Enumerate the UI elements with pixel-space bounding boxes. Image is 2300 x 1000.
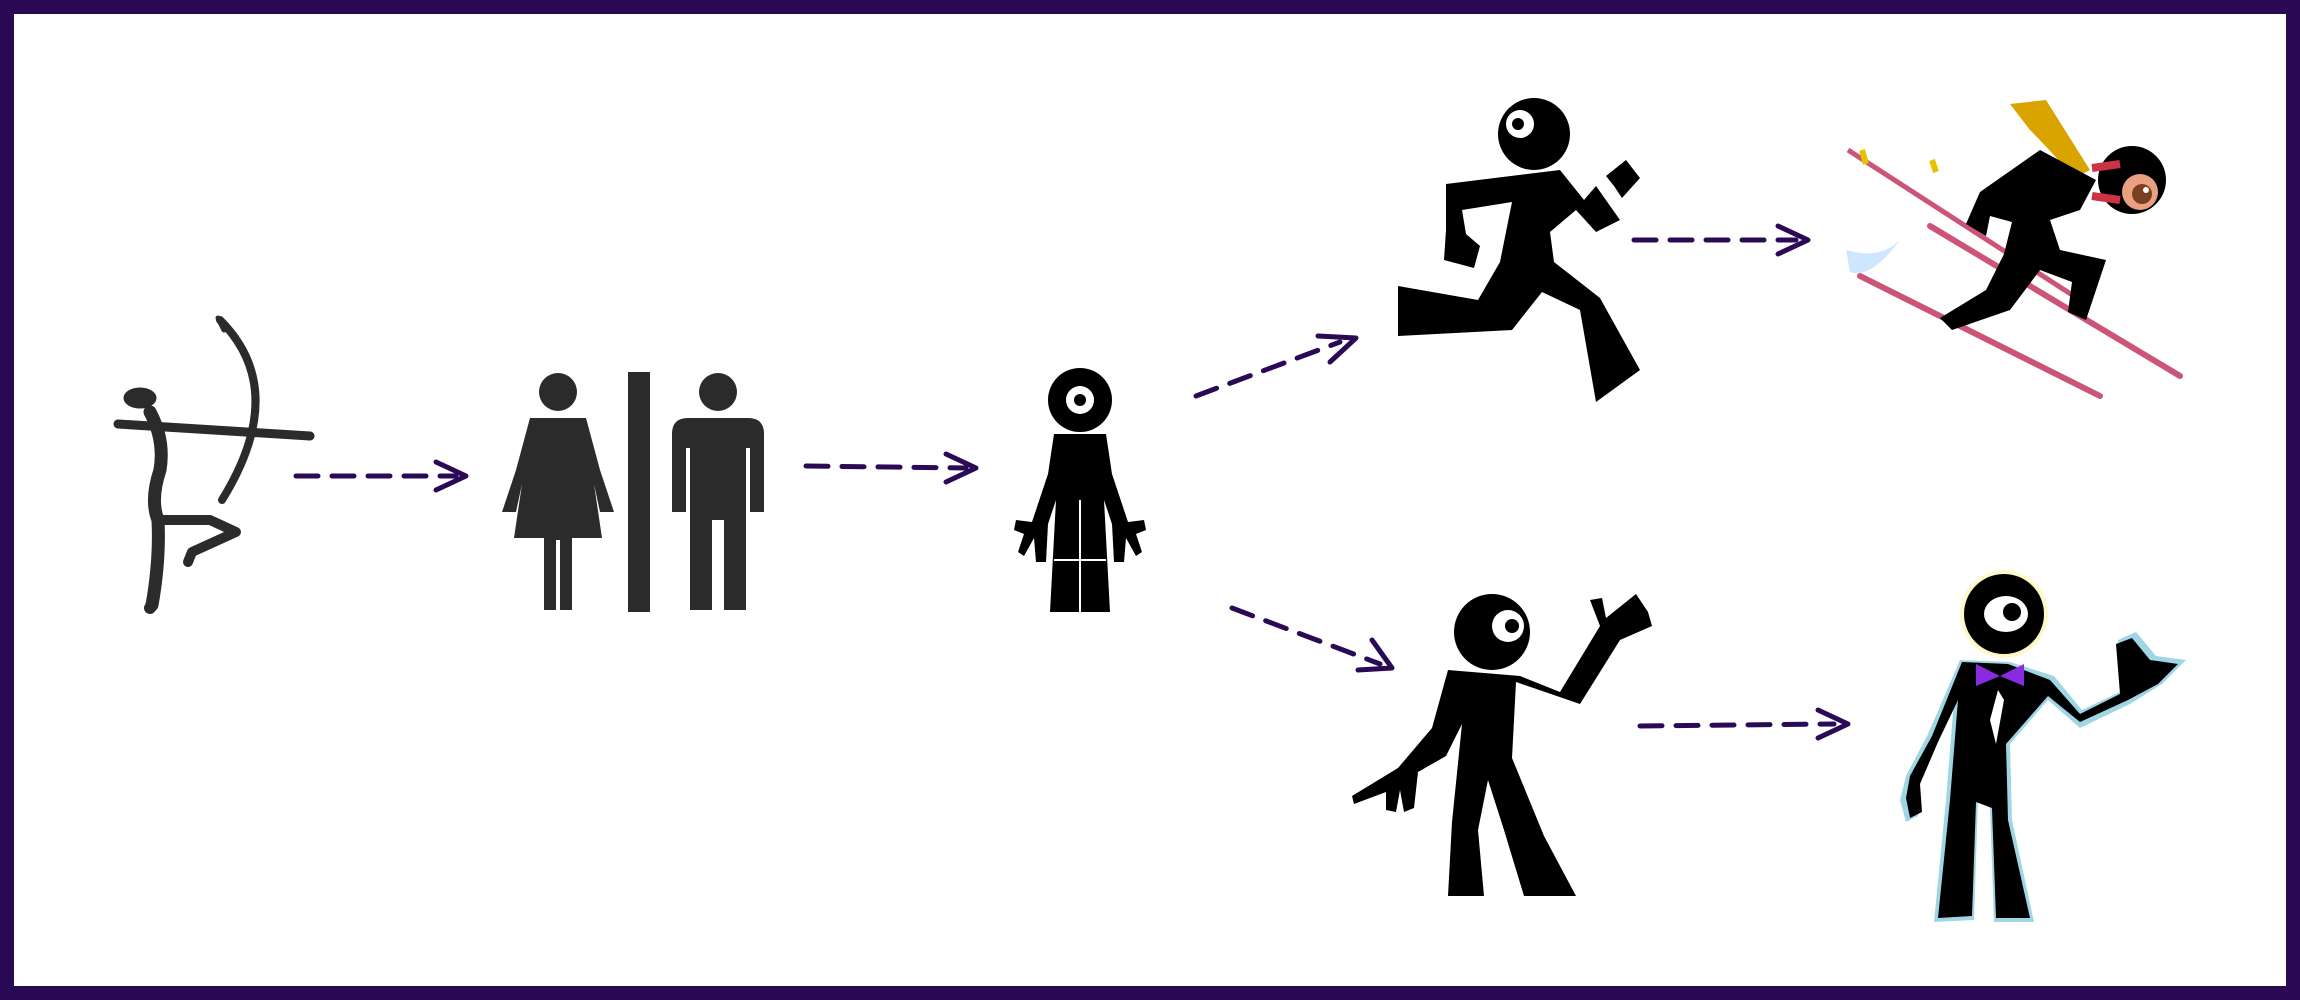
diagram-arrows xyxy=(293,223,1851,741)
skiing-stick-figure-icon xyxy=(1846,100,2183,399)
restroom-sign-icon xyxy=(502,372,764,612)
running-stick-figure-icon xyxy=(1398,98,1640,402)
waving-stick-figure-icon xyxy=(1352,594,1652,896)
cave-painting-archer-icon xyxy=(113,315,315,614)
standing-figure-icon xyxy=(1014,368,1146,612)
evolution-diagram xyxy=(113,98,2186,922)
tuxedo-stick-figure-icon xyxy=(1900,570,2186,922)
arrow-archer-to-restroom xyxy=(293,459,469,493)
arrow-runner-to-skier xyxy=(1631,223,1811,257)
arrow-restroom-to-figure xyxy=(803,451,979,485)
arrow-figure-to-waving xyxy=(1229,605,1395,673)
arrow-figure-to-runner xyxy=(1193,333,1359,399)
arrow-waving-to-tuxedo xyxy=(1637,707,1851,741)
